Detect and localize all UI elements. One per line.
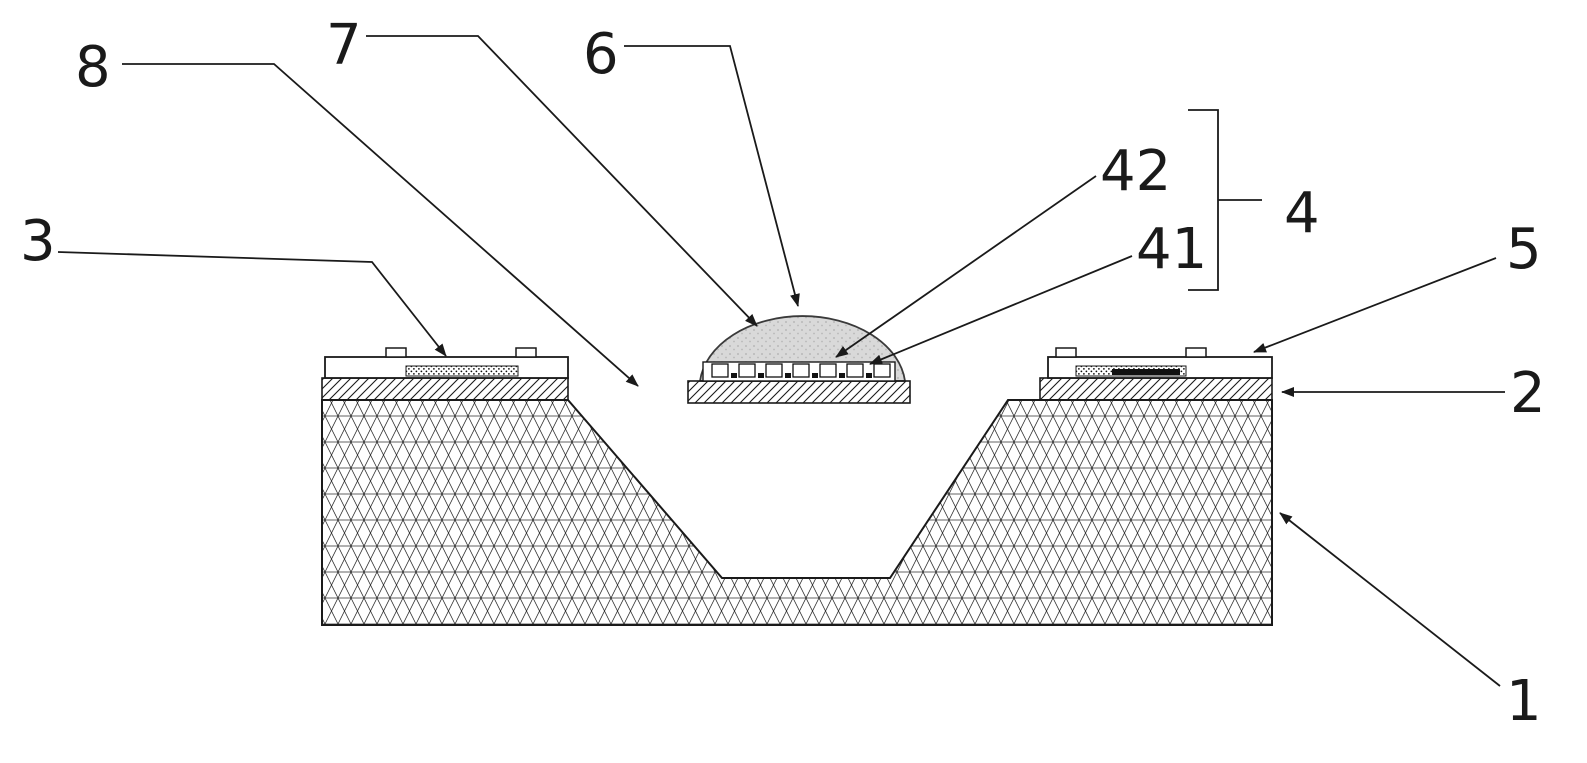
label-4: 4 [1284, 181, 1320, 246]
leader-line-3 [57, 251, 447, 357]
chip [792, 363, 810, 378]
chip [738, 363, 756, 378]
label-3: 3 [20, 209, 56, 274]
label-1: 1 [1506, 669, 1542, 734]
label-2: 2 [1510, 361, 1546, 426]
left-plate-bump-a [385, 347, 407, 358]
chip [846, 363, 864, 378]
bond-pad [758, 373, 764, 378]
label-6: 6 [583, 22, 619, 87]
leader-lines [57, 35, 1505, 687]
label-41: 41 [1136, 217, 1207, 282]
bond-pad [866, 373, 872, 378]
chip [873, 363, 891, 378]
right-bonding-layer [1039, 377, 1273, 401]
label-5: 5 [1506, 217, 1542, 282]
left-bonding-layer [321, 377, 569, 401]
bond-pad [785, 373, 791, 378]
label-42: 42 [1100, 139, 1171, 204]
bond-pad [812, 373, 818, 378]
leader-line-42 [835, 175, 1097, 358]
right-plate-bump-b [1185, 347, 1207, 358]
leader-line-5 [1253, 257, 1497, 353]
leader-line-7 [366, 35, 758, 327]
bond-pad [731, 373, 737, 378]
chip [765, 363, 783, 378]
right-plate-bump-a [1055, 347, 1077, 358]
bond-pad [839, 373, 845, 378]
leader-line-8 [122, 63, 639, 387]
label-7: 7 [326, 13, 362, 78]
package-base-layer [687, 380, 911, 404]
device-cross-section [321, 315, 1273, 626]
label-8: 8 [75, 35, 111, 100]
right-pad-metal-bar [1112, 369, 1180, 375]
left-electrode-pad [405, 365, 519, 377]
left-plate-bump-b [515, 347, 537, 358]
leader-line-41 [869, 255, 1133, 365]
chip [819, 363, 837, 378]
leader-line-1 [1279, 512, 1501, 687]
reference-labels: 8 7 6 42 41 4 3 5 2 1 [20, 13, 1546, 734]
substrate-body [321, 399, 1273, 626]
leader-line-6 [624, 45, 800, 307]
group-bracket-4 [1188, 109, 1262, 291]
chip [711, 363, 729, 378]
